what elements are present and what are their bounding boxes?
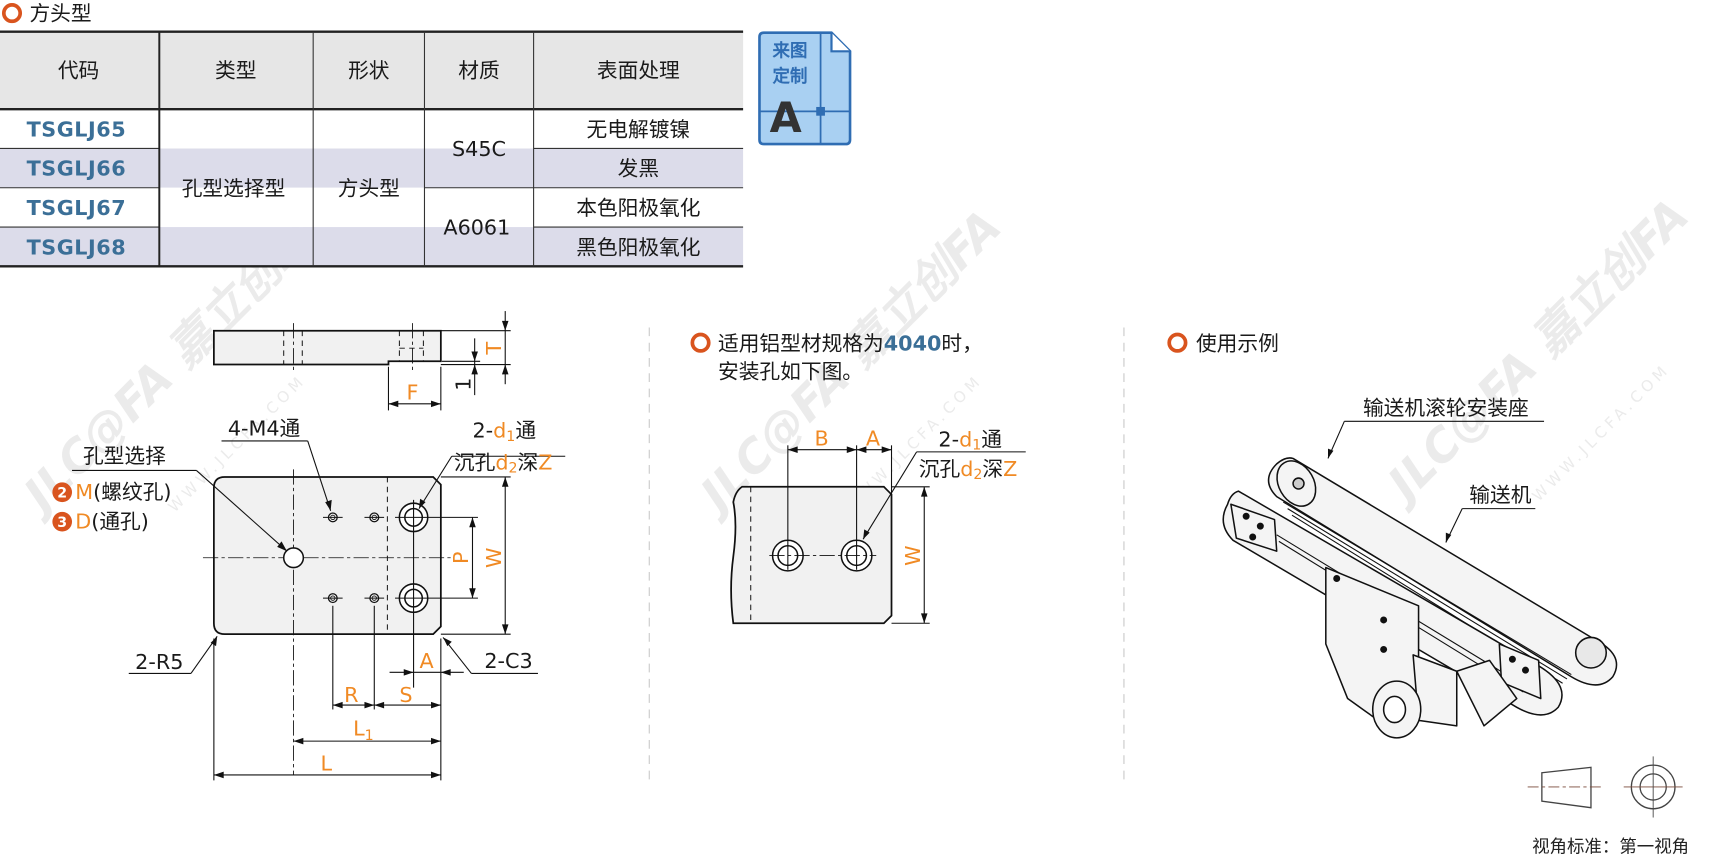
label-m4-holes: 4-M4通 — [228, 417, 301, 441]
option-3: 3 D(通孔) — [52, 509, 149, 533]
label-r5: 2-R5 — [135, 650, 183, 674]
dim-L: L — [320, 752, 332, 776]
watermark-url-right: WWW.JLCFA.COM — [1529, 360, 1674, 505]
code-link[interactable]: TSGLJ66 — [27, 157, 127, 181]
number-badge-icon — [52, 511, 73, 532]
header-type: 类型 — [215, 58, 256, 82]
header-material: 材质 — [458, 58, 499, 82]
table-row-alt — [0, 148, 744, 188]
option-2: 2 M(螺纹孔) — [52, 480, 171, 504]
header-shape: 形状 — [348, 58, 390, 82]
svg-text:M(螺纹孔): M(螺纹孔) — [75, 480, 171, 504]
mount-heading-line2: 安装孔如下图。 — [718, 360, 863, 384]
table-row-alt — [0, 227, 744, 267]
type-cell: 孔型选择型 — [182, 176, 286, 200]
badge-line1: 来图 — [772, 41, 808, 62]
selectable-hole — [282, 547, 305, 569]
label-hole-select: 孔型选择 — [83, 444, 166, 468]
dim-A: A — [420, 649, 434, 673]
merged-cell-bg — [159, 109, 424, 149]
watermark-brand-right: JLC@FA 嘉立创FA — [1372, 188, 1699, 515]
dim-W: W — [901, 545, 925, 566]
dim-P: P — [449, 551, 473, 564]
merged-cell-bg — [424, 109, 534, 149]
section-title: 方头型 — [29, 2, 91, 26]
badge-line2: 定制 — [773, 66, 808, 87]
document-icon — [758, 31, 852, 146]
label-roller-mount: 输送机滚轮安装座 — [1363, 396, 1529, 420]
label-conveyor: 输送机 — [1469, 483, 1531, 507]
bullet-ring-icon — [1, 3, 23, 24]
number-badge-icon — [52, 482, 73, 503]
code-link[interactable]: TSGLJ65 — [27, 117, 127, 141]
table-header-bg — [0, 31, 744, 110]
dim-R: R — [344, 683, 358, 707]
section-header: 方头型 — [1, 2, 92, 26]
mount-drawing: 适用铝型材规格为4040时， 安装孔如下图。 B A W 2-d1通 沉孔d2深… — [690, 331, 1026, 625]
profile-end-view — [730, 485, 893, 625]
dim-W: W — [482, 547, 506, 568]
surface-cell: 黑色阳极氧化 — [576, 235, 700, 259]
cone-side-icon — [1541, 766, 1592, 809]
dim-1: 1 — [451, 378, 475, 391]
top-view-plate — [213, 476, 442, 636]
label-counterbore-1: 2-d1通 — [472, 419, 536, 445]
label-counterbore-1: 2-d1通 — [938, 427, 1002, 453]
svg-text:2: 2 — [57, 486, 67, 502]
mount-heading: 适用铝型材规格为4040时， — [718, 331, 983, 355]
shape-cell: 方头型 — [338, 176, 400, 200]
dim-S: S — [399, 683, 412, 707]
dim-L1: L1 — [353, 717, 374, 744]
code-link[interactable]: TSGLJ68 — [27, 235, 127, 259]
header-code: 代码 — [58, 58, 99, 82]
surface-cell: 本色阳极氧化 — [576, 196, 700, 220]
conveyor-illustration — [1222, 457, 1618, 739]
svg-text:D(通孔): D(通孔) — [75, 509, 149, 533]
main-drawing: T 1 F — [52, 311, 566, 781]
badge-letter: A — [770, 94, 802, 142]
usage-example: 使用示例 — [1167, 331, 1618, 739]
material-cell: A6061 — [443, 216, 510, 240]
material-cell: S45C — [452, 137, 506, 161]
custom-drawing-badge[interactable]: 来图 定制 A — [758, 31, 852, 146]
bullet-ring-icon — [690, 332, 711, 353]
spec-table: 代码 类型 形状 材质 表面处理 TSGLJ65 TSGLJ66 TSGLJ67… — [0, 30, 744, 268]
surface-cell: 发黑 — [618, 157, 659, 181]
merged-cell-bg — [424, 187, 534, 228]
label-c3: 2-C3 — [484, 649, 532, 673]
dim-F: F — [407, 380, 419, 404]
dim-T: T — [482, 342, 506, 356]
label-counterbore-2: 沉孔d2深Z — [919, 457, 1018, 483]
dim-B: B — [815, 426, 829, 450]
projection-label: 视角标准：第一视角 — [1532, 837, 1689, 857]
counterbore-holes — [395, 499, 478, 688]
surface-cell: 无电解镀镍 — [587, 117, 691, 141]
page-fold-icon — [830, 32, 851, 53]
dim-A: A — [866, 426, 880, 450]
header-surface: 表面处理 — [597, 58, 680, 82]
m4-holes — [322, 512, 385, 604]
merged-cell-bg — [159, 187, 424, 228]
code-link[interactable]: TSGLJ67 — [27, 196, 127, 220]
svg-text:3: 3 — [57, 515, 67, 531]
usage-heading: 使用示例 — [1196, 331, 1279, 355]
side-view — [213, 329, 442, 366]
label-counterbore-2: 沉孔d2深Z — [454, 450, 553, 476]
projection-symbol: 视角标准：第一视角 — [1527, 756, 1689, 857]
bullet-ring-icon — [1167, 332, 1188, 353]
